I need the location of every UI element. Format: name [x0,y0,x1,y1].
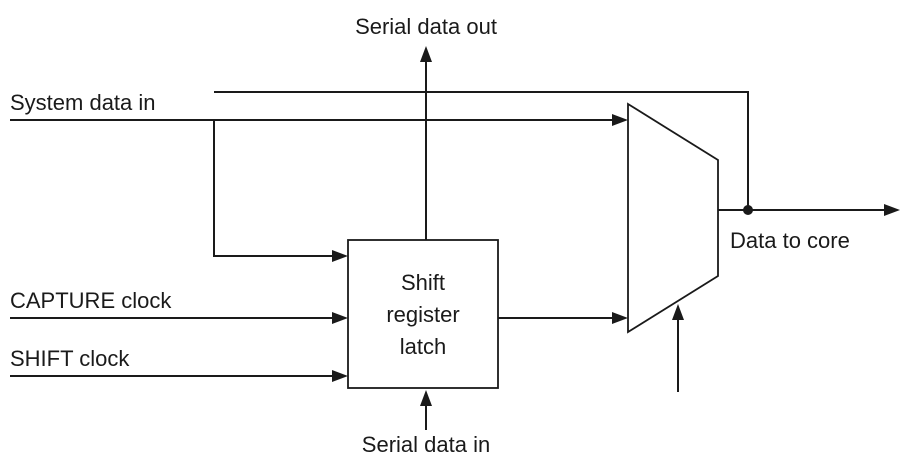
system-data-in-label: System data in [10,90,156,115]
capture-clock-label: CAPTURE clock [10,288,172,313]
shift-register-line2: register [386,302,459,327]
mux-select-arrowhead [672,304,684,320]
serial-data-out-arrowhead [420,46,432,62]
shift-register-latch-block [347,239,499,389]
serial-data-out-label: Serial data out [355,14,497,39]
junction-dot [743,205,753,215]
serial-data-in-label: Serial data in [362,432,490,457]
system-data-branch-wire [213,120,334,257]
shift-register-line3: latch [400,334,446,359]
serial-data-in-arrowhead [420,390,432,406]
capture-clock-arrowhead [332,312,348,324]
system-data-branch-arrowhead [332,250,348,262]
shift-register-line1: Shift [401,270,445,295]
shift-clock-arrowhead [332,370,348,382]
data-to-core-arrowhead [884,204,900,216]
shift-clock-label: SHIFT clock [10,346,130,371]
data-to-core-label: Data to core [730,228,850,253]
feedback-top-wire [214,91,749,210]
multiplexer-block [627,102,719,334]
system-data-in-arrowhead [612,114,628,126]
register-to-mux-arrowhead [612,312,628,324]
